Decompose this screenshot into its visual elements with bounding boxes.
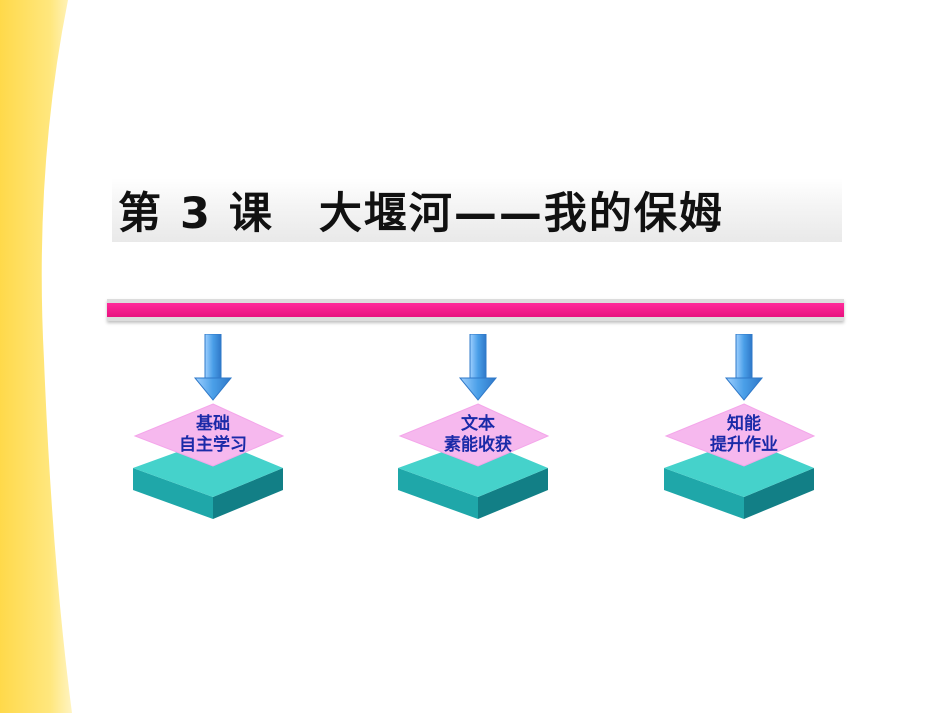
module-label-line1: 知能 (727, 414, 761, 434)
module-graphic (398, 334, 550, 519)
pink-diamond (133, 403, 285, 467)
teal-block (664, 439, 814, 519)
yellow-side-band (0, 0, 72, 713)
down-arrow-icon (458, 334, 498, 401)
title-bar: 第 3 课 大堰河——我的保姆 (112, 178, 842, 242)
module-label-line2: 自主学习 (179, 435, 247, 455)
module-label-line2: 素能收获 (444, 435, 512, 455)
module-graphic (664, 334, 816, 519)
pink-diamond (664, 403, 816, 467)
module-label-line2: 提升作业 (710, 435, 778, 455)
down-arrow-icon (193, 334, 233, 401)
module-improvement-homework[interactable]: 知能 提升作业 (664, 334, 824, 524)
magenta-divider (107, 299, 844, 321)
module-label-line1: 文本 (461, 414, 495, 434)
lesson-title: 第 3 课 大堰河——我的保姆 (118, 189, 724, 239)
teal-block (398, 439, 548, 519)
module-label-line1: 基础 (196, 414, 230, 434)
pink-diamond (398, 403, 550, 467)
module-graphic (133, 334, 285, 519)
magenta-divider-stripe (107, 303, 844, 317)
teal-block (133, 439, 283, 519)
module-basic-self-study[interactable]: 基础 自主学习 (133, 334, 293, 524)
down-arrow-icon (724, 334, 764, 401)
module-text-gains[interactable]: 文本 素能收获 (398, 334, 558, 524)
